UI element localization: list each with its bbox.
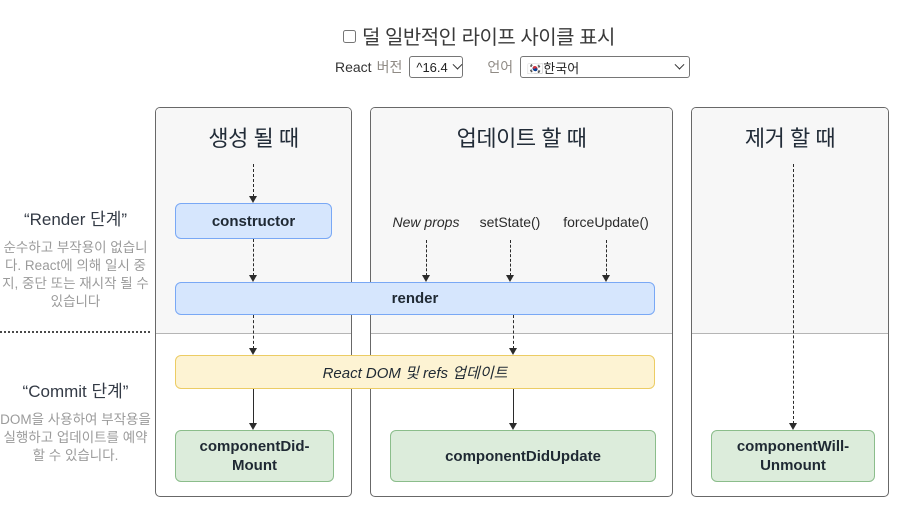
render-phase-background	[692, 108, 888, 334]
column-mounting-title: 생성 될 때	[208, 126, 299, 151]
chevron-down-icon	[674, 59, 685, 70]
title-row: 덜 일반적인 라이프 사이클 표시	[343, 21, 615, 50]
column-updating-title: 업데이트 할 때	[456, 126, 587, 151]
render-phase-note: “Render 단계” 순수하고 부작용이 없습니다. React에 의해 일시…	[0, 205, 151, 311]
phase-divider-dotted-line	[0, 331, 150, 333]
forceupdate-label[interactable]: forceUpdate()	[563, 214, 649, 230]
react-version-select[interactable]: ^16.4	[409, 56, 464, 78]
componentwillunmount-box[interactable]: componentWill- Unmount	[711, 430, 875, 482]
chevron-down-icon	[452, 59, 463, 70]
react-label: React	[335, 59, 372, 75]
render-box[interactable]: render	[175, 282, 655, 315]
controls-row: React 버전 ^16.4 언어 🇰🇷한국어	[335, 56, 691, 78]
language-label: 언어	[487, 59, 514, 75]
commit-phase-note: “Commit 단계” DOM을 사용하여 부작용을 실행하고 업데이트를 예약…	[0, 377, 151, 465]
new-props-label: New props	[392, 214, 460, 230]
commit-phase-title: “Commit 단계”	[22, 382, 129, 401]
setstate-label[interactable]: setState()	[479, 214, 541, 230]
componentdidupdate-box[interactable]: componentDidUpdate	[390, 430, 656, 482]
show-less-common-checkbox[interactable]	[343, 30, 356, 43]
react-version-value: ^16.4	[416, 59, 448, 75]
constructor-box[interactable]: constructor	[175, 203, 332, 239]
componentdidmount-box[interactable]: componentDid- Mount	[175, 430, 334, 482]
commit-phase-description: DOM을 사용하여 부작용을 실행하고 업데이트를 예약 할 수 있습니다.	[0, 412, 151, 463]
version-label: 버전	[376, 59, 403, 75]
react-dom-refs-update-box: React DOM 및 refs 업데이트	[175, 355, 655, 389]
language-value: 🇰🇷한국어	[527, 60, 580, 76]
render-phase-description: 순수하고 부작용이 없습니다. React에 의해 일시 중지, 중단 또는 재…	[2, 240, 149, 309]
render-phase-title: “Render 단계”	[23, 210, 128, 229]
page-title[interactable]: 덜 일반적인 라이프 사이클 표시	[362, 27, 615, 49]
column-unmounting-title: 제거 할 때	[744, 126, 836, 151]
language-select[interactable]: 🇰🇷한국어	[520, 56, 691, 78]
